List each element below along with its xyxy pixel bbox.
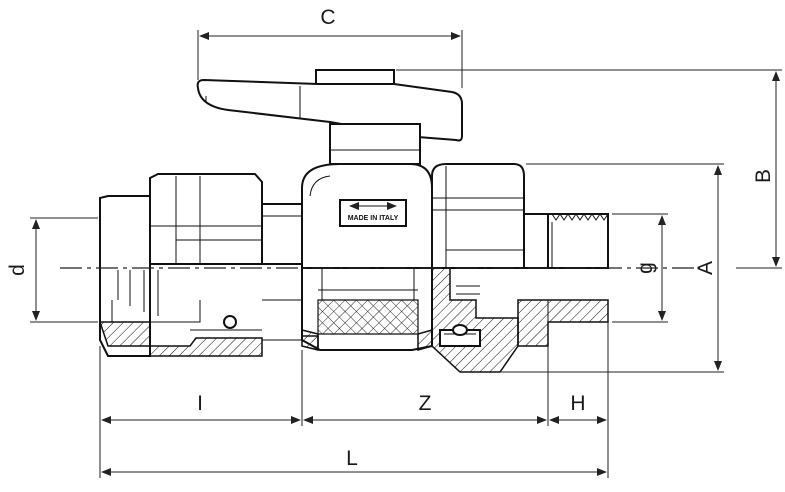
valve-stem: [329, 123, 421, 165]
dim-Z: Z: [303, 392, 547, 424]
label-I: I: [197, 392, 203, 415]
dim-H: H: [549, 392, 607, 424]
dim-A: A: [500, 163, 724, 373]
dim-d: d: [6, 217, 98, 323]
dim-C: C: [197, 6, 463, 88]
marking-plate: [339, 199, 407, 227]
left-fitting-section: [98, 270, 303, 357]
label-d: d: [6, 264, 29, 276]
label-L: L: [346, 447, 358, 470]
label-Z: Z: [419, 392, 432, 415]
label-g: g: [634, 262, 657, 274]
left-compression-fitting: [99, 173, 303, 357]
male-threaded-end: [517, 213, 609, 347]
dim-L: L: [101, 447, 607, 476]
right-union-nut: [431, 163, 525, 373]
dim-I: I: [101, 392, 301, 424]
label-B: B: [752, 169, 775, 183]
dim-B: B: [396, 69, 782, 269]
label-C: C: [320, 6, 335, 29]
label-H: H: [570, 392, 585, 415]
valve-body: MADE IN ITALY: [301, 163, 433, 351]
made-in-italy-text: MADE IN ITALY: [348, 215, 399, 222]
label-A: A: [694, 261, 717, 275]
dim-g: g: [612, 213, 668, 323]
